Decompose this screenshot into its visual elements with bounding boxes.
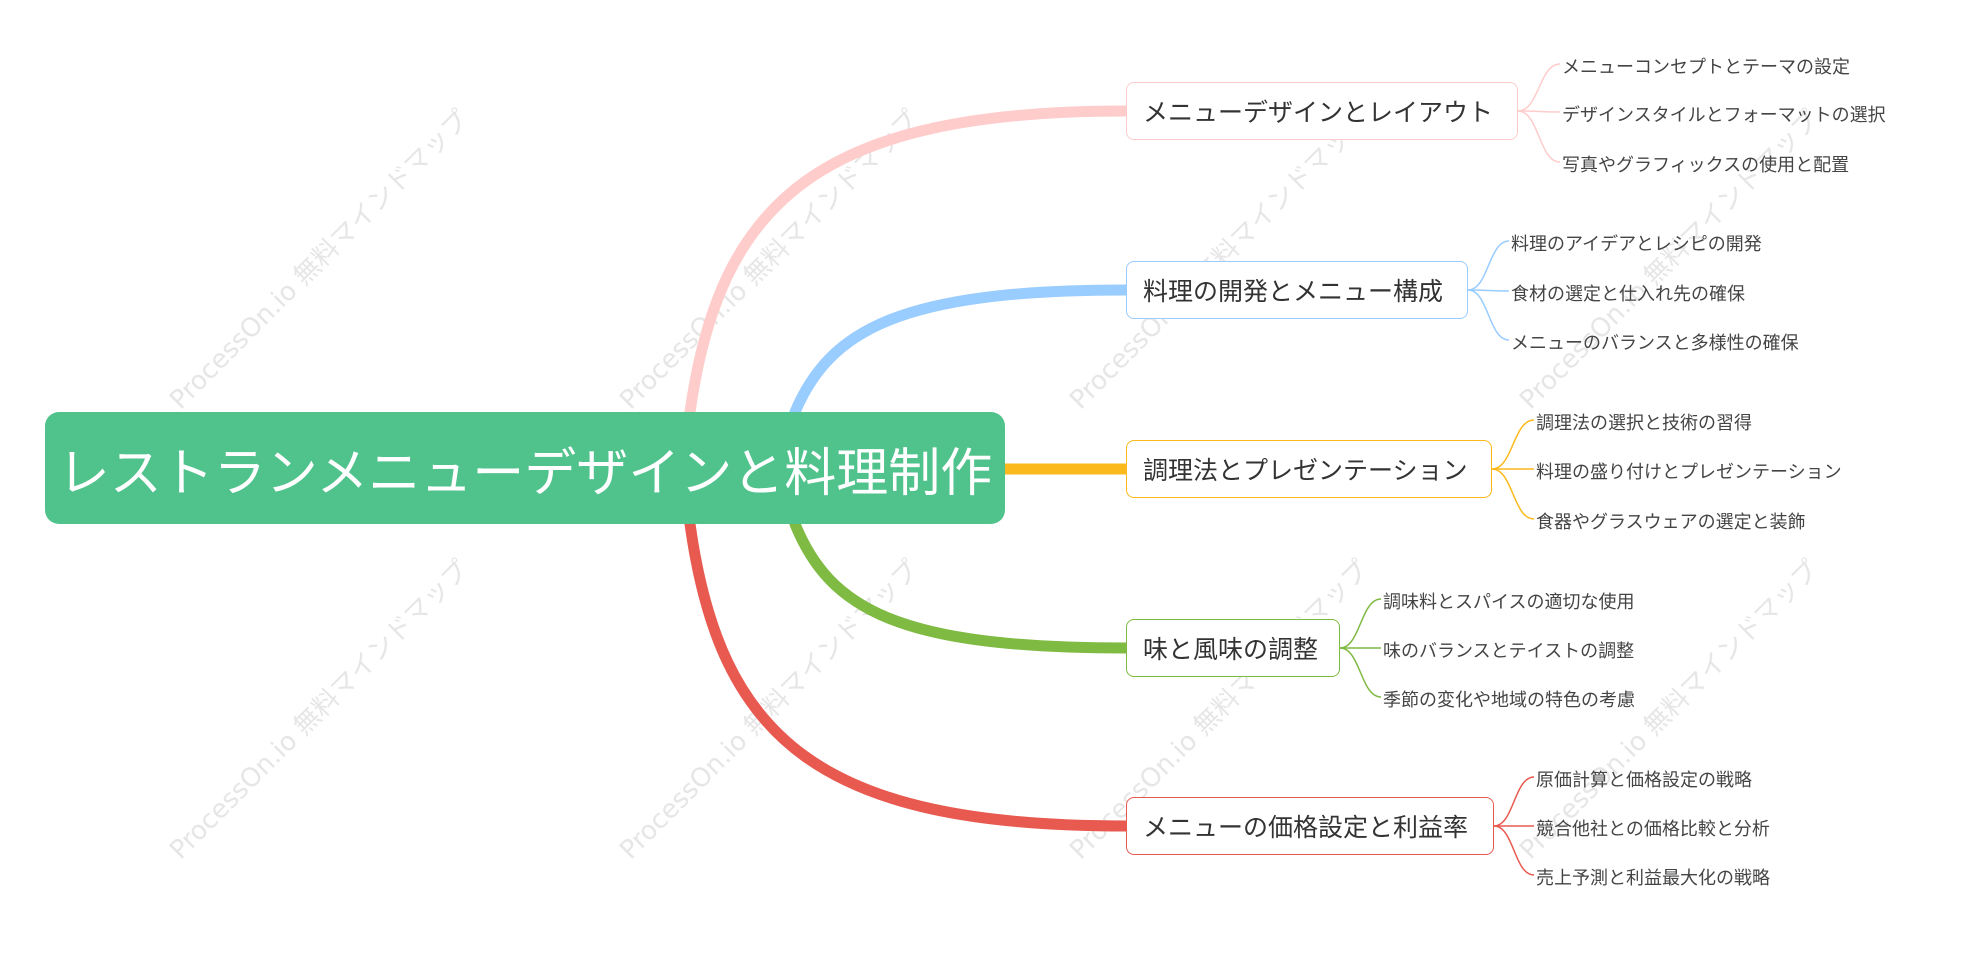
leaf-item[interactable]: 競合他社との価格比較と分析 (1536, 819, 1770, 840)
branch-connector (684, 105, 1132, 418)
leaf-item[interactable]: 原価計算と価格設定の戦略 (1536, 770, 1752, 791)
leaf-item[interactable]: 料理の盛り付けとプレゼンテーション (1536, 462, 1842, 483)
leaf-connector (1339, 647, 1382, 698)
branch-connector (789, 284, 1132, 418)
branch-connector (684, 518, 1132, 832)
leaf-connector (1467, 240, 1510, 291)
leaf-connector (1493, 825, 1535, 876)
root-topic[interactable]: レストランメニューデザインと料理制作 (45, 412, 1005, 524)
leaf-connector (1517, 63, 1561, 112)
leaf-item[interactable]: デザインスタイルとフォーマットの選択 (1562, 105, 1886, 126)
branch-dish-development[interactable]: 料理の開発とメニュー構成 (1126, 261, 1468, 319)
leaf-item[interactable]: メニューのバランスと多様性の確保 (1511, 333, 1799, 354)
leaf-item[interactable]: 味のバランスとテイストの調整 (1383, 641, 1635, 662)
leaf-connector (1517, 110, 1561, 163)
leaf-connector (1491, 419, 1535, 470)
leaf-item[interactable]: 季節の変化や地域の特色の考慮 (1383, 690, 1635, 711)
leaf-item[interactable]: 食器やグラスウェアの選定と装飾 (1536, 512, 1806, 533)
leaf-connector (1467, 289, 1510, 292)
leaf-item[interactable]: 食材の選定と仕入れ先の確保 (1511, 284, 1745, 305)
leaf-item[interactable]: 調味料とスパイスの適切な使用 (1383, 592, 1635, 613)
branch-pricing-profit[interactable]: メニューの価格設定と利益率 (1126, 797, 1494, 855)
leaf-connector (1339, 598, 1382, 649)
branch-taste-adjustment[interactable]: 味と風味の調整 (1126, 619, 1340, 677)
leaf-connector (1517, 110, 1561, 113)
branch-cooking-presentation[interactable]: 調理法とプレゼンテーション (1126, 440, 1492, 498)
leaf-connector (1467, 289, 1510, 341)
leaf-item[interactable]: 料理のアイデアとレシピの開発 (1511, 234, 1762, 255)
leaf-connector (1493, 776, 1535, 827)
leaf-item[interactable]: 写真やグラフィックスの使用と配置 (1562, 155, 1850, 176)
leaf-item[interactable]: メニューコンセプトとテーマの設定 (1562, 57, 1850, 78)
leaf-connector (1491, 468, 1535, 520)
branch-menu-design[interactable]: メニューデザインとレイアウト (1126, 82, 1518, 140)
branch-connector (789, 518, 1132, 654)
leaf-item[interactable]: 売上予測と利益最大化の戦略 (1536, 868, 1770, 889)
leaf-item[interactable]: 調理法の選択と技術の習得 (1536, 413, 1752, 434)
